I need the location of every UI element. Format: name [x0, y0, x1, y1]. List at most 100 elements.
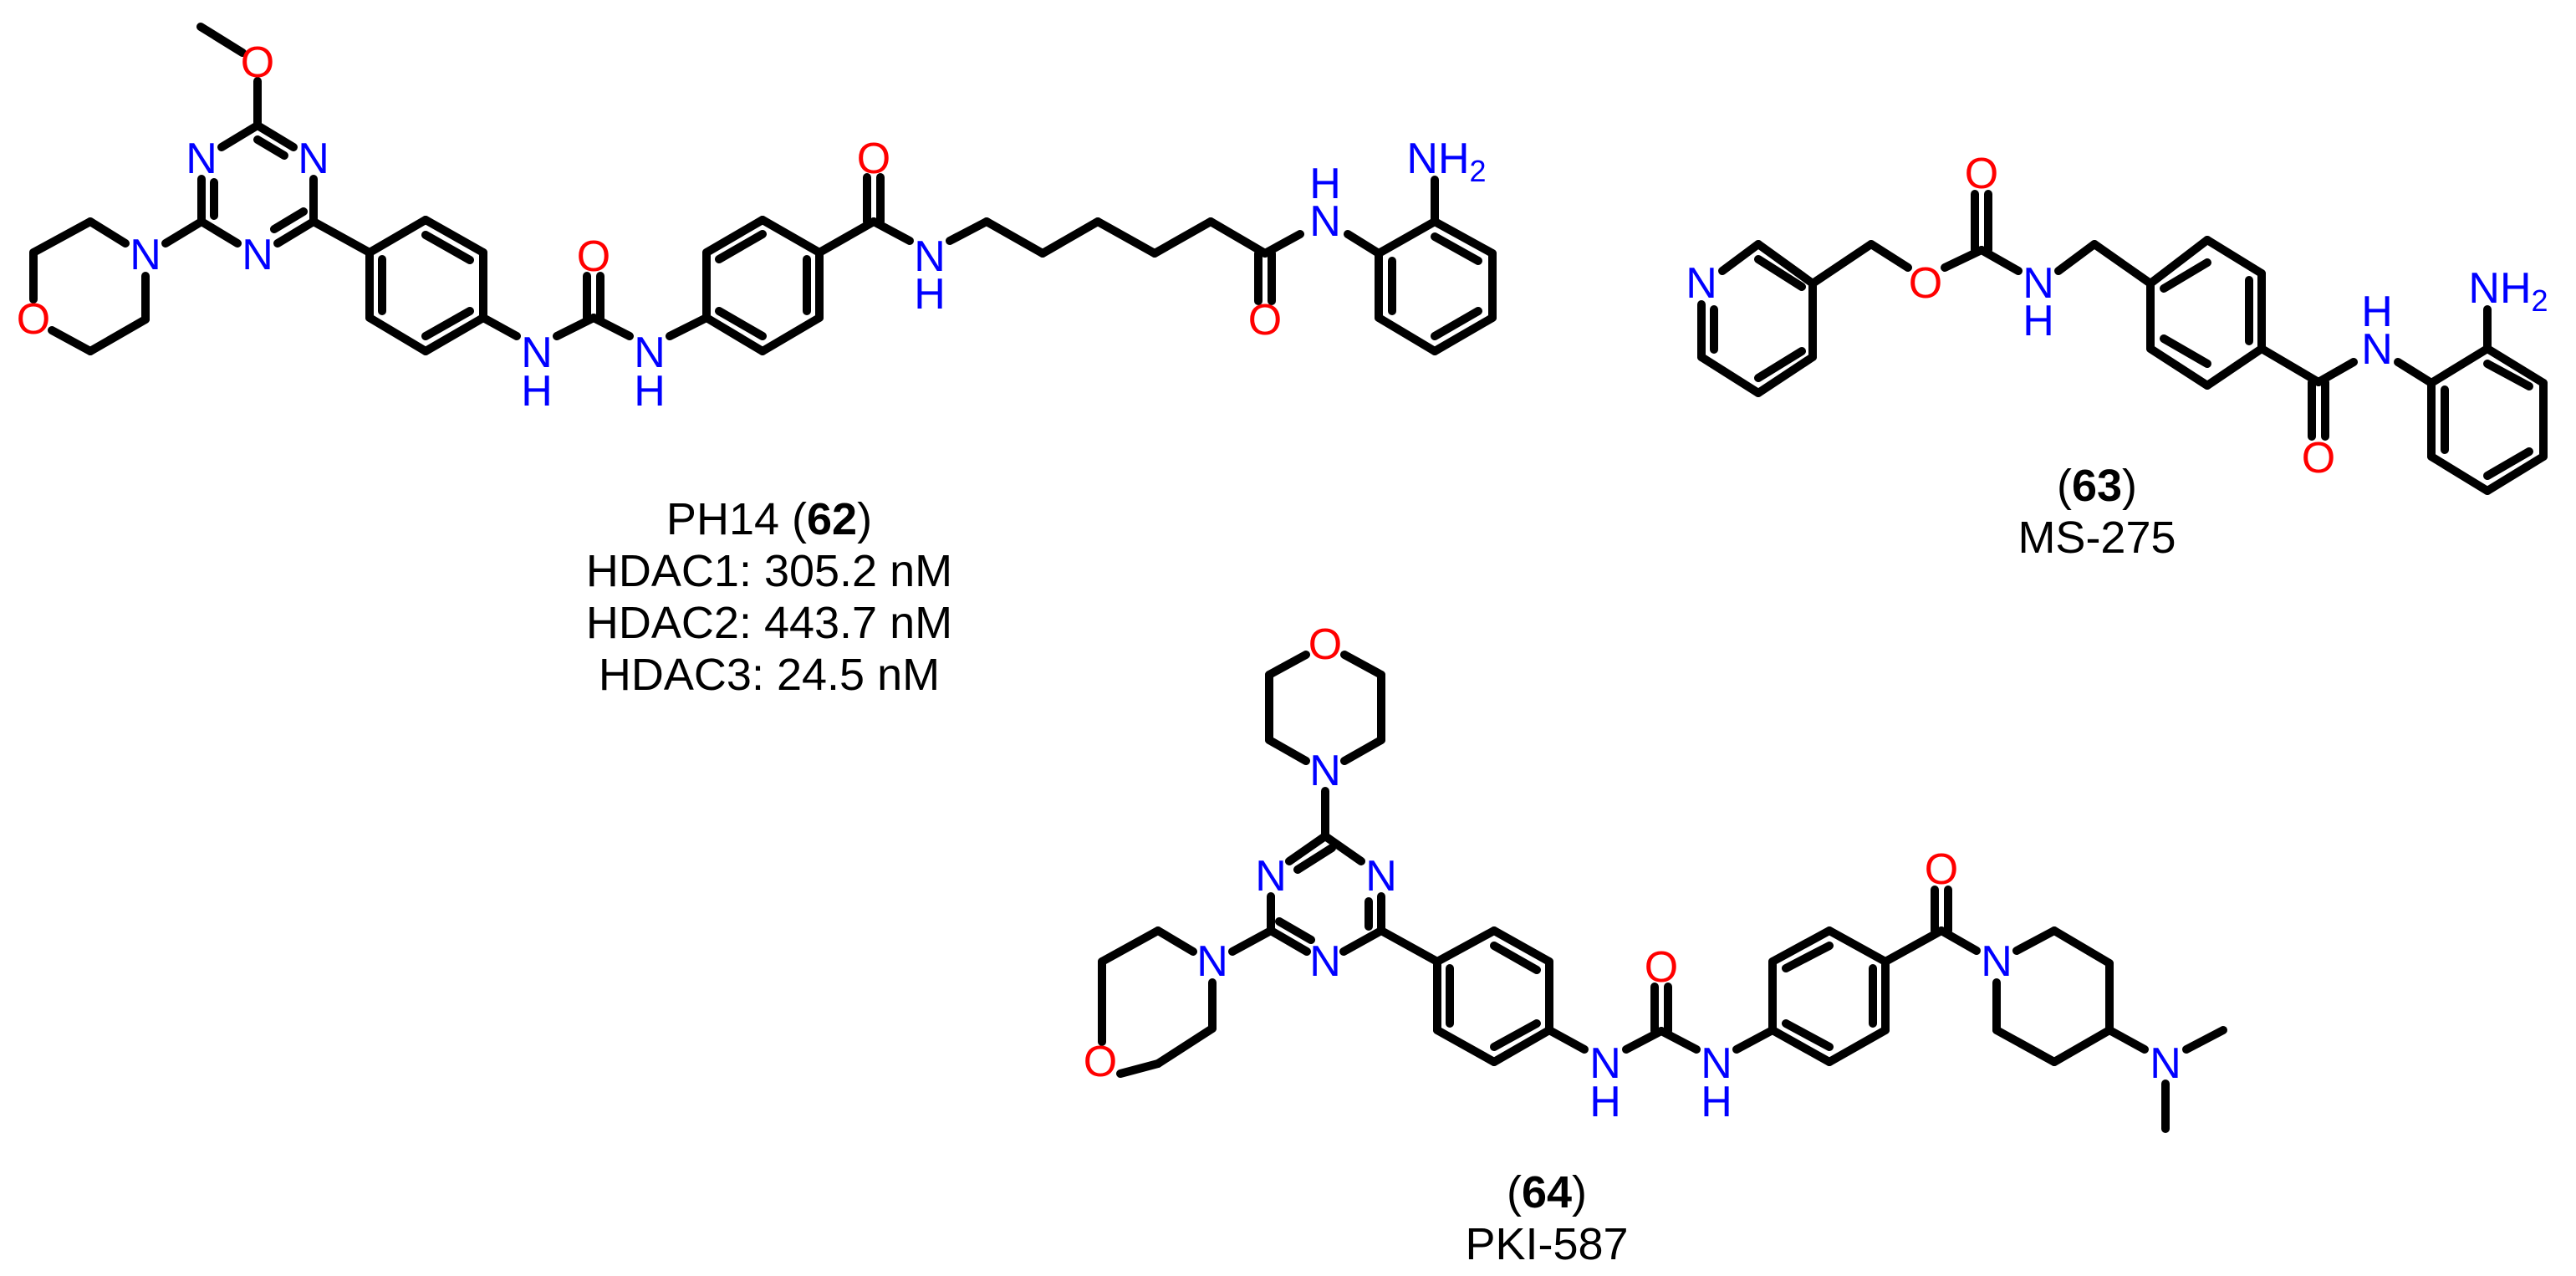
bond — [2427, 345, 2492, 387]
bond — [1267, 926, 1311, 956]
bond — [1094, 217, 1159, 258]
bond — [1545, 1026, 1589, 1054]
hdac1-activity: HDAC1: 305.2 nM — [585, 546, 953, 596]
bond — [1490, 1019, 1541, 1051]
atom-o: O — [1248, 296, 1282, 345]
bond — [29, 217, 94, 257]
bond — [2483, 447, 2533, 480]
bond — [1150, 217, 1215, 258]
atom-o: O — [1909, 259, 1942, 308]
bond — [253, 121, 298, 151]
bond — [1754, 353, 1817, 397]
atom-h: H — [914, 270, 946, 319]
compound-64-name: PKI-587 — [1465, 1219, 1629, 1269]
bond — [1285, 832, 1329, 865]
bond — [815, 217, 878, 257]
bond — [1340, 736, 1385, 765]
bond — [1782, 1019, 1834, 1051]
compound-63-caption: (63) MS-275 — [2017, 460, 2176, 564]
bond — [2105, 1026, 2149, 1054]
bond — [2427, 452, 2492, 495]
bond — [1375, 314, 1439, 355]
atom-h: H — [2361, 288, 2393, 336]
atom-n: N — [914, 232, 946, 281]
atom-n: N — [1255, 852, 1287, 901]
bond — [421, 231, 474, 264]
bond — [1339, 926, 1385, 956]
bond — [2483, 452, 2548, 495]
bond — [1038, 217, 1102, 258]
atom-n: N — [298, 135, 329, 183]
bond — [1977, 246, 2023, 275]
bond — [2203, 345, 2266, 390]
bond — [1431, 314, 1497, 355]
atom-h: H — [1701, 1078, 1732, 1126]
bond — [197, 217, 242, 248]
bond — [1825, 926, 1890, 966]
compound-64-number: 64 — [1521, 1167, 1573, 1217]
bond — [1881, 926, 1946, 966]
bond — [2146, 345, 2211, 390]
bond — [758, 216, 824, 257]
bond — [86, 315, 150, 355]
bond — [270, 207, 308, 233]
bond — [1867, 240, 1912, 272]
compound-64-number-line: (64) — [1506, 1167, 1588, 1217]
bond — [48, 326, 94, 355]
bond — [365, 216, 430, 257]
bond — [1265, 736, 1310, 765]
bond — [1206, 217, 1269, 258]
bond — [1431, 232, 1482, 265]
bond — [1433, 1026, 1498, 1066]
compound-62-number: 62 — [807, 494, 858, 544]
atom-nh2: NH2 — [1406, 135, 1486, 188]
bond — [1937, 926, 1981, 955]
bond — [2182, 1026, 2227, 1054]
bond — [758, 314, 824, 355]
bond — [1228, 926, 1275, 956]
atom-n: N — [1309, 197, 1341, 246]
atom-n: N — [1196, 937, 1228, 986]
bond — [161, 217, 206, 248]
bond — [1808, 240, 1875, 288]
bond — [1261, 230, 1304, 258]
atom-o: O — [2302, 434, 2335, 482]
bond — [2090, 240, 2155, 288]
atom-n: N — [521, 329, 553, 377]
bond — [1732, 1026, 1777, 1054]
bond — [1718, 240, 1762, 275]
bond — [702, 314, 767, 355]
atom-h: H — [2023, 297, 2054, 345]
bond — [1293, 844, 1336, 874]
atom-o: O — [1308, 620, 1342, 669]
atom-h: H — [1309, 160, 1341, 208]
atom-h: H — [1589, 1078, 1621, 1126]
bond — [982, 217, 1047, 258]
atom-o: O — [241, 38, 274, 87]
atom-n: N — [1365, 852, 1397, 901]
atom-n: N — [242, 231, 273, 279]
compound-64-caption: (64) PKI-587 — [1465, 1166, 1628, 1270]
hdac3-activity: HDAC3: 24.5 nM — [598, 650, 941, 700]
bond — [421, 314, 487, 355]
atom-n: N — [130, 231, 161, 279]
bond — [2483, 360, 2533, 390]
bond — [1754, 240, 1817, 288]
bond — [86, 217, 130, 248]
atom-n: N — [1589, 1039, 1621, 1088]
bond — [2160, 258, 2211, 293]
bond — [2203, 236, 2266, 278]
bond — [1265, 651, 1310, 679]
bond — [1992, 1026, 2058, 1066]
bond — [196, 23, 247, 57]
bond — [2160, 334, 2211, 368]
bond — [1490, 1026, 1553, 1066]
compound-62-title: PH14 (62) — [666, 494, 873, 544]
bond — [2257, 345, 2323, 386]
bond — [2483, 345, 2548, 387]
bond — [1431, 307, 1482, 340]
atom-o: O — [17, 295, 50, 344]
bond — [2146, 236, 2211, 288]
bond — [1116, 1059, 1162, 1078]
